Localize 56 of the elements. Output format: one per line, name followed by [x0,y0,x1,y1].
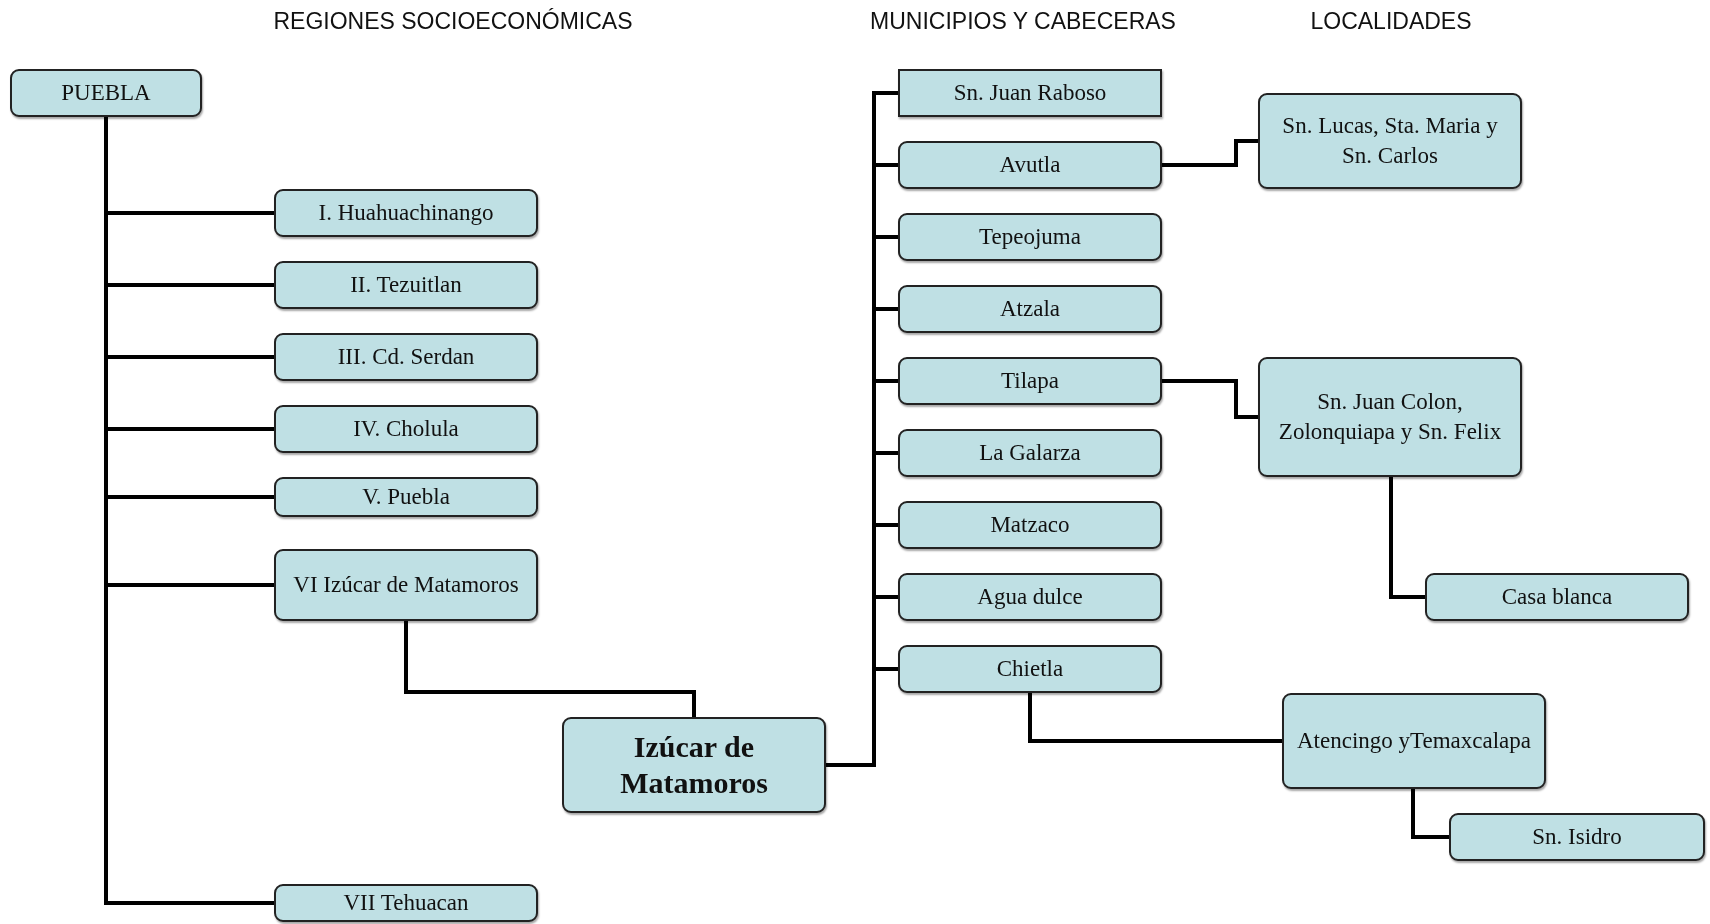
node-label: Chietla [996,655,1064,684]
node-label: Tilapa [1001,367,1059,396]
node-label: Sn. Juan Colon, Zolonquiapa y Sn. Felix [1277,388,1503,446]
tree-node-box [898,213,1162,261]
node-label: Atencingo yTemaxcalapa [1296,727,1531,756]
tree-node-box [1258,93,1522,189]
node-label: Agua dulce [977,583,1083,612]
tree-node-box [898,357,1162,405]
connector-line [1389,477,1425,599]
column-heading: REGIONES SOCIOECONÓMICAS [273,8,633,35]
tree-node-box [898,285,1162,333]
column-heading: MUNICIPIOS Y CABECERAS [870,8,1176,35]
tree-node-box [898,429,1162,477]
tree-node-box [1425,573,1689,621]
tree-node-box [562,717,826,813]
tree-node-box [1282,693,1546,789]
node-label: Sn. Lucas, Sta. Maria y Sn. Carlos [1281,112,1499,170]
tree-node-box [1449,813,1705,861]
tree-node-box [898,141,1162,189]
tree-node-box [898,69,1162,117]
tree-node-box [10,69,202,117]
connector-line [1411,789,1449,839]
connector-line [1162,139,1258,167]
tree-node-box [898,645,1162,693]
node-label: VII Tehuacan [343,889,469,918]
node-label: IV. Cholula [353,415,459,444]
column-heading: LOCALIDADES [1310,8,1472,35]
connector-line [826,667,898,767]
node-label: Sn. Juan Raboso [953,79,1107,108]
tree-node-box [274,884,538,922]
tree-node-box [1258,357,1522,477]
tree-node-box [274,405,538,453]
node-label: PUEBLA [61,79,151,108]
tree-node-box [898,573,1162,621]
node-label: III. Cd. Serdan [337,343,475,372]
node-label: Matzaco [990,511,1070,540]
connector-line [404,621,696,717]
node-label: Izúcar de Matamoros [619,729,769,801]
node-label: Casa blanca [1501,583,1613,612]
tree-node-box [274,549,538,621]
tree-node-box [274,477,538,517]
connector-line [1162,379,1258,419]
node-label: V. Puebla [362,483,450,512]
node-label: La Galarza [979,439,1081,468]
node-label: II. Tezuitlan [350,271,462,300]
node-label: VI Izúcar de Matamoros [293,571,519,600]
tree-node-box [274,189,538,237]
node-label: Tepeojuma [979,223,1081,252]
node-label: I. Huahuachinango [318,199,494,228]
node-label: Atzala [1000,295,1060,324]
tree-node-box [898,501,1162,549]
tree-node-box [274,333,538,381]
node-label: Sn. Isidro [1532,823,1622,852]
tree-node-box [274,261,538,309]
node-label: Avutla [999,151,1061,180]
connector-line [1028,693,1282,743]
